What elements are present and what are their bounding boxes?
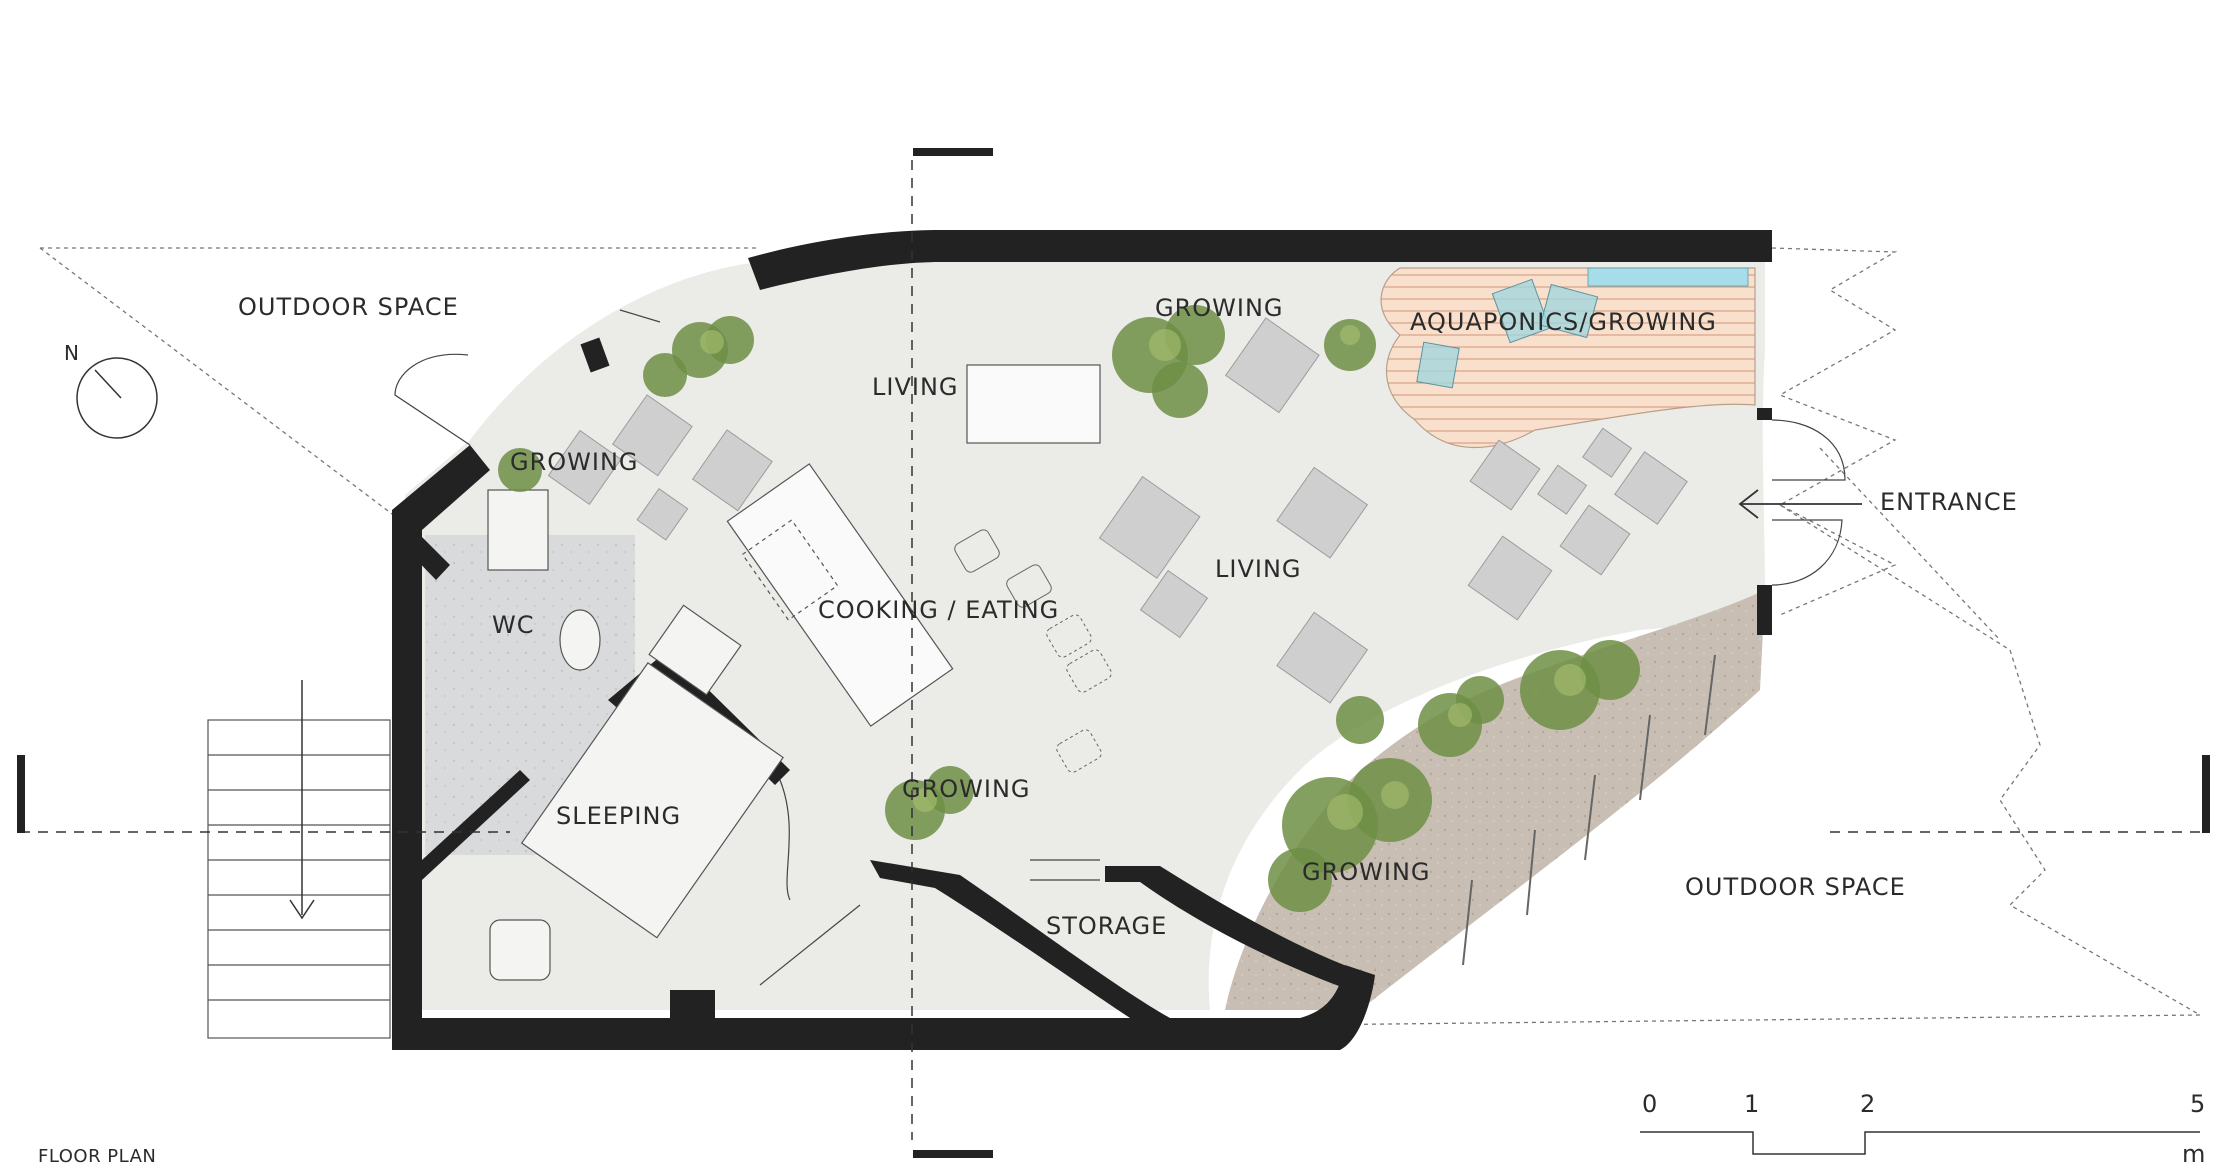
label-sleeping: SLEEPING	[556, 802, 681, 830]
entrance-arrow-icon	[1738, 489, 1862, 519]
label-outdoor-space-nw: OUTDOOR SPACE	[238, 293, 459, 321]
plants	[498, 305, 1640, 912]
label-living-top: LIVING	[872, 373, 959, 401]
fence-posts	[1462, 654, 1716, 966]
aquaponics-pond	[1587, 267, 1749, 287]
label-aquaponics: AQUAPONICS/GROWING	[1410, 308, 1717, 336]
label-entrance: ENTRANCE	[1880, 488, 2018, 516]
scale-tick-1: 1	[1744, 1090, 1760, 1118]
scale-tick-5: 5	[2190, 1090, 2206, 1118]
aquaponics-tanks	[1416, 278, 1599, 389]
doors	[394, 309, 1846, 986]
label-outdoor-space-se: OUTDOOR SPACE	[1685, 873, 1906, 901]
stairs	[207, 719, 391, 1039]
scale-tick-0: 0	[1642, 1090, 1658, 1118]
north-arrow-icon	[76, 357, 158, 439]
label-growing-top: GROWING	[1155, 294, 1284, 322]
label-living-center: LIVING	[1215, 555, 1302, 583]
label-cooking-eating: COOKING / EATING	[818, 596, 1059, 624]
scale-unit: m	[2182, 1140, 2206, 1168]
pavers	[547, 317, 1688, 704]
section-lines	[17, 148, 2210, 1158]
north-label: N	[64, 341, 80, 365]
scale-tick-2: 2	[1860, 1090, 1876, 1118]
stools	[954, 529, 1112, 773]
furniture	[487, 364, 1101, 981]
aquaponics-deck	[1380, 267, 1756, 448]
label-growing-center: GROWING	[902, 775, 1031, 803]
label-storage: STORAGE	[1046, 912, 1167, 940]
garden-bed	[1225, 590, 1765, 1010]
label-wc: WC	[492, 611, 535, 639]
label-growing-left: GROWING	[510, 448, 639, 476]
outdoor-boundary-east	[1299, 247, 2201, 1026]
drawing-title: FLOOR PLAN	[38, 1146, 156, 1167]
stair-direction-arrow	[289, 680, 315, 920]
scale-bar	[1640, 1131, 2200, 1155]
outdoor-boundary-west	[39, 247, 760, 521]
label-growing-garden: GROWING	[1302, 858, 1431, 886]
